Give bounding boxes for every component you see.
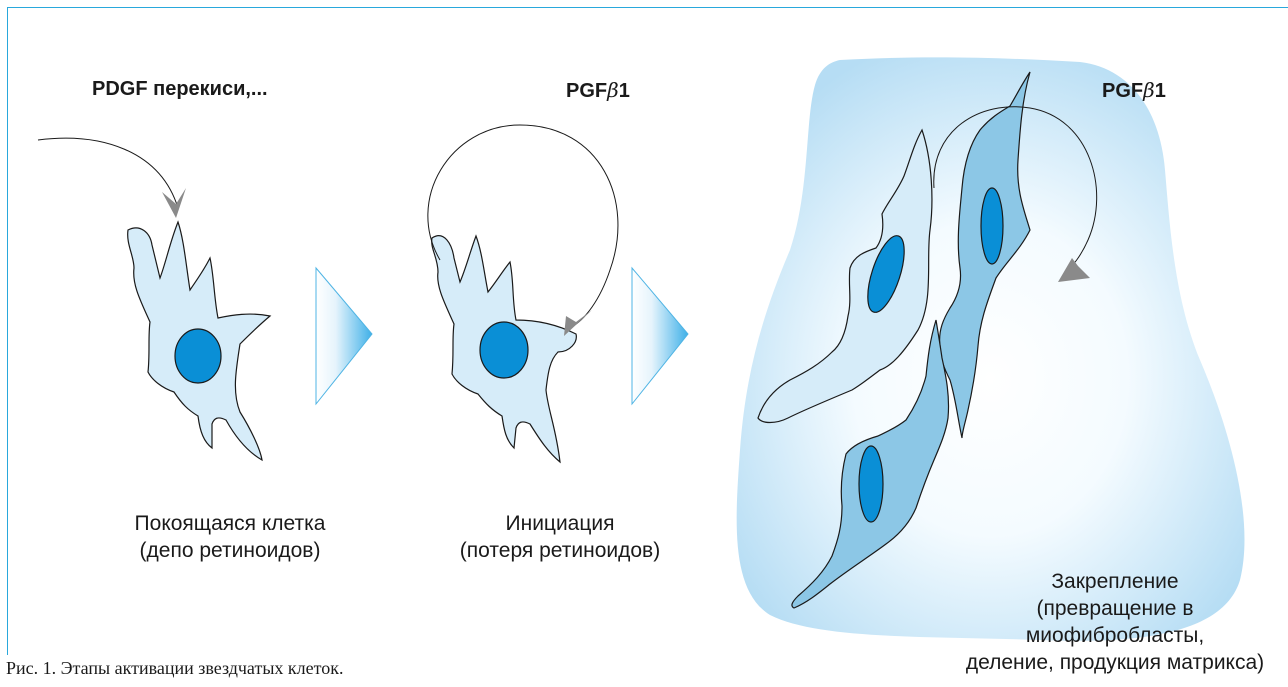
initiation-cell-nucleus (480, 322, 528, 378)
stage-label-resting-line1: Покоящаяся клетка (110, 510, 350, 537)
factor-suffix-stage2: 1 (619, 80, 630, 102)
stage-label-fixation-line1: Закрепление (950, 568, 1280, 595)
stage1-arrow-head (162, 188, 186, 218)
stage-label-initiation-line2: (потеря ретиноидов) (420, 537, 700, 564)
stage-label-initiation: Инициация (потеря ретиноидов) (420, 510, 700, 564)
stage-label-fixation-line3: деление, продукция матрикса) (950, 649, 1280, 676)
stage-label-initiation-line1: Инициация (420, 510, 700, 537)
stage-transition-triangle-2 (632, 268, 688, 404)
stage-label-resting: Покоящаяся клетка (депо ретиноидов) (110, 510, 350, 564)
myofibroblast-nucleus-2 (981, 188, 1003, 264)
myofibroblast-nucleus-3 (859, 446, 883, 522)
stage-label-fixation-line2: (превращение в миофибробласты, (950, 595, 1280, 649)
factor-label-stage2: PGFβ1 (566, 78, 630, 103)
factor-label-stage1: PDGF перекиси,... (92, 78, 268, 101)
factor-prefix-stage3: PGF (1102, 80, 1143, 102)
factor-label-stage3: PGFβ1 (1102, 78, 1166, 103)
factor-prefix-stage2: PGF (566, 80, 607, 102)
factor-text-stage1: PDGF перекиси,... (92, 78, 268, 100)
stage-transition-triangle-1 (316, 268, 372, 404)
stage-label-resting-line2: (депо ретиноидов) (110, 537, 350, 564)
stage-label-fixation: Закрепление (превращение в миофибробласт… (950, 568, 1280, 676)
factor-suffix-stage3: 1 (1155, 80, 1166, 102)
resting-cell-nucleus (175, 329, 221, 383)
figure-caption: Рис. 1. Этапы активации звездчатых клето… (6, 658, 344, 679)
stage1-arrow-curve (38, 138, 178, 208)
resting-cell (128, 222, 270, 460)
beta-symbol-stage2: β (607, 78, 619, 102)
initiation-cell (432, 236, 577, 462)
beta-symbol-stage3: β (1143, 78, 1155, 102)
